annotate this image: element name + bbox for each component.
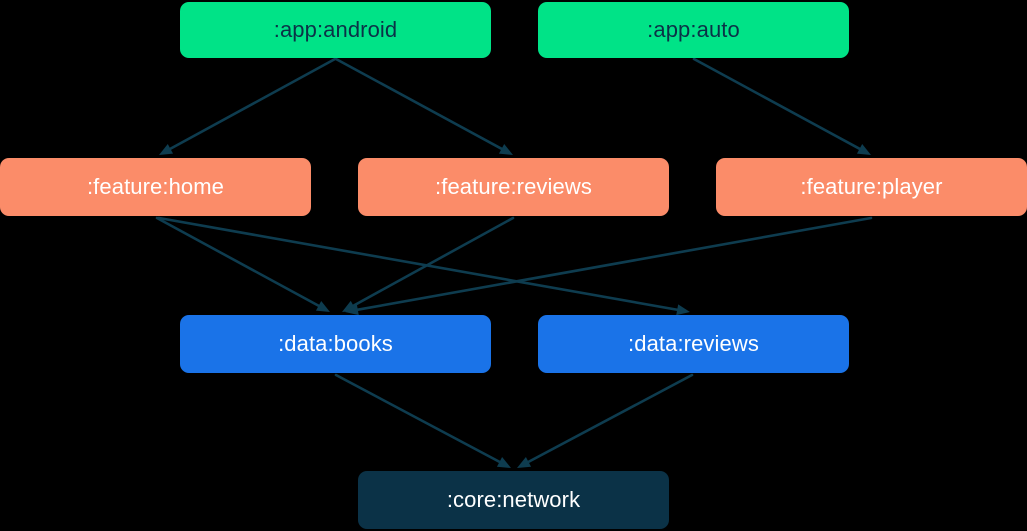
graph-node-label: :core:network bbox=[446, 487, 581, 512]
graph-node-data-reviews[interactable]: :data:reviews bbox=[538, 315, 849, 373]
graph-node-label: :data:books bbox=[278, 331, 393, 356]
graph-edge-line bbox=[352, 216, 515, 308]
graph-edge-line bbox=[157, 216, 679, 312]
graph-edge-line bbox=[169, 57, 337, 151]
graph-node-label: :app:auto bbox=[647, 17, 740, 42]
graph-edge-line bbox=[356, 216, 873, 312]
graph-edge-arrowhead bbox=[496, 457, 511, 468]
graph-node-app-auto[interactable]: :app:auto bbox=[538, 2, 849, 58]
graph-node-label: :feature:reviews bbox=[435, 174, 592, 199]
graph-node-feature-player[interactable]: :feature:player bbox=[716, 158, 1027, 216]
graph-node-label: :data:reviews bbox=[628, 331, 759, 356]
graph-node-label: :app:android bbox=[273, 17, 398, 42]
graph-node-core-network[interactable]: :core:network bbox=[358, 471, 669, 529]
graph-edge-arrowhead bbox=[517, 457, 532, 468]
graph-node-label: :feature:home bbox=[86, 174, 225, 199]
graph-edge-line bbox=[527, 373, 694, 464]
graph-edge-line bbox=[692, 57, 861, 151]
graph-node-app-android[interactable]: :app:android bbox=[180, 2, 491, 58]
graph-edge-arrowhead bbox=[315, 300, 330, 312]
graph-node-feature-reviews[interactable]: :feature:reviews bbox=[358, 158, 669, 216]
graph-node-feature-home[interactable]: :feature:home bbox=[0, 158, 311, 216]
graph-edge-arrowhead bbox=[856, 143, 871, 155]
graph-node-data-books[interactable]: :data:books bbox=[180, 315, 491, 373]
graph-edge-line bbox=[334, 373, 501, 464]
graph-node-label: :feature:player bbox=[800, 174, 943, 199]
graph-edge-line bbox=[155, 216, 320, 308]
graph-edge-arrowhead bbox=[498, 143, 513, 155]
graph-edge-line bbox=[334, 57, 503, 151]
graph-edge-arrowhead bbox=[676, 304, 690, 316]
graph-edge-arrowhead bbox=[159, 143, 174, 155]
graph-edge-arrowhead bbox=[345, 304, 359, 316]
